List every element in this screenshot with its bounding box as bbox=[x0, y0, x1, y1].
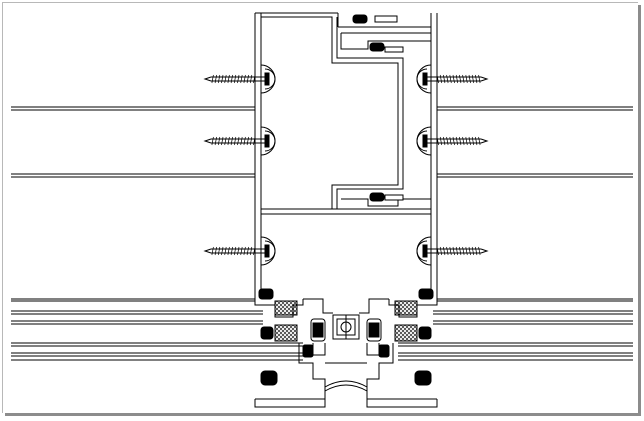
screw-bosses bbox=[260, 64, 432, 266]
top-clip bbox=[352, 14, 404, 202]
screw-left-1 bbox=[203, 72, 270, 86]
right-glazing-unit bbox=[398, 310, 633, 361]
screw-right-2 bbox=[422, 134, 489, 148]
pressure-plate-assembly bbox=[254, 298, 438, 408]
screw-right-3 bbox=[422, 244, 489, 258]
screw-right-1 bbox=[422, 72, 489, 86]
screw-left-3 bbox=[203, 244, 270, 258]
mullion-profile bbox=[254, 12, 438, 299]
screw-left-2 bbox=[203, 134, 270, 148]
drawing-frame bbox=[2, 2, 638, 413]
left-glazing-unit bbox=[11, 310, 303, 361]
left-panel-lines bbox=[11, 106, 255, 302]
right-panel-lines bbox=[437, 106, 633, 302]
glazing-gaskets bbox=[258, 288, 434, 386]
cad-section-drawing bbox=[11, 12, 633, 408]
anchor-screws bbox=[203, 72, 489, 258]
